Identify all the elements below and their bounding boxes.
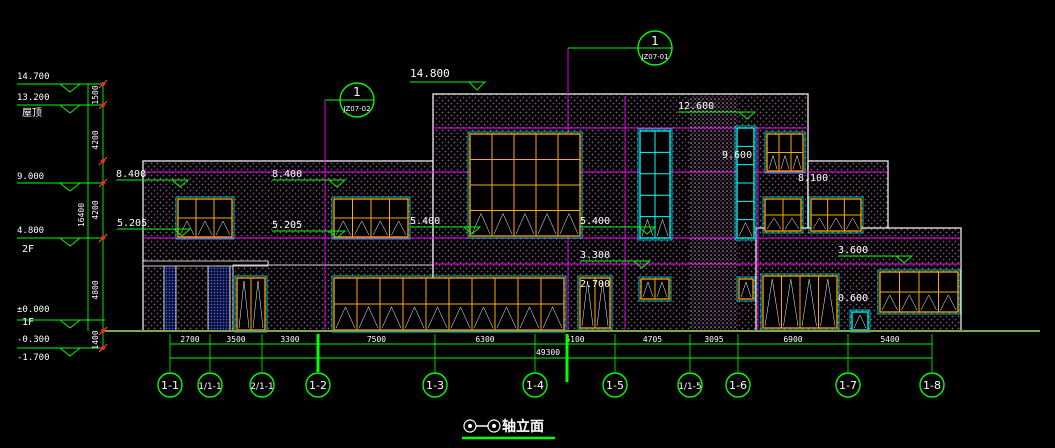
elev-2700: 2.700 — [580, 279, 610, 290]
hdim-3: 7500 — [367, 335, 386, 344]
axis-bubble-1-4: 1-4 — [522, 372, 548, 398]
svg-text:1-7: 1-7 — [839, 379, 857, 392]
elev-8400-left: 8.400 — [116, 169, 146, 180]
vdim-3: 4800 — [91, 280, 100, 299]
horizontal-dimensions: 2700 3500 3300 7500 6300 5100 4705 3095 6900 5400 — [169, 334, 933, 382]
elev-5400-mid: 5.400 — [410, 216, 440, 227]
hdim-0: 2700 — [180, 335, 199, 344]
window-16 — [849, 309, 871, 333]
axis-bubble-1-1: 1-1 — [157, 372, 183, 398]
svg-text:1/1-1: 1/1-1 — [198, 382, 221, 392]
axis-bubble-1-2: 1-2 — [305, 372, 331, 398]
hdim-4: 6300 — [475, 335, 494, 344]
window-5 — [734, 125, 757, 241]
vdim-2: 4200 — [91, 200, 100, 219]
entry-pillar — [207, 263, 231, 332]
level-mark-8: -0.300 — [17, 335, 50, 345]
axis-bubble-1/1-5: 1/1-5 — [677, 372, 703, 398]
window-9 — [331, 275, 567, 333]
section-mark-right: 1 JZ07-01 — [568, 30, 673, 66]
title-suffix: 轴立面 — [502, 418, 544, 435]
hdim-1: 3500 — [226, 335, 245, 344]
window-13 — [736, 276, 756, 302]
svg-text:1-6: 1-6 — [729, 379, 747, 392]
elev-5400-right: 5.400 — [580, 216, 610, 227]
level-marks: 14.700 13.200 屋顶 9.000 4.800 2F ±0.000 1F -0.300… — [17, 72, 105, 363]
left-pillar — [163, 263, 177, 332]
windows — [175, 125, 961, 333]
axis-bubble-1-3: 1-3 — [422, 372, 448, 398]
svg-text:1-4: 1-4 — [526, 379, 544, 392]
level-mark-1: 13.200 — [17, 93, 50, 103]
section-marks: 1 JZ07-02 1 JZ07-01 — [325, 30, 673, 118]
elev-12600: 12.600 — [678, 101, 714, 112]
svg-text:1-8: 1-8 — [923, 379, 941, 392]
level-mark-0: 14.700 — [17, 72, 50, 82]
svg-text:2/1-1: 2/1-1 — [250, 382, 273, 392]
window-12 — [638, 276, 672, 302]
window-3 — [467, 131, 583, 239]
level-mark-7: 1F — [22, 317, 34, 328]
axis-bubble-1-6: 1-6 — [725, 372, 751, 398]
hdim-8: 6900 — [783, 335, 802, 344]
elev-9600: 9.600 — [722, 150, 752, 161]
window-2 — [331, 196, 411, 240]
vdim-1: 4200 — [91, 130, 100, 149]
svg-text:1-1: 1-1 — [161, 379, 179, 392]
canopy — [142, 260, 269, 267]
window-8 — [808, 196, 864, 234]
window-4 — [637, 128, 673, 241]
hdim-5: 5100 — [565, 335, 584, 344]
hdim-2: 3300 — [280, 335, 299, 344]
hdim-9: 5400 — [880, 335, 899, 344]
section-sheet-right: JZ07-01 — [640, 53, 668, 61]
elevation-annotations: 14.800 12.600 9.600 8.400 8.400 8.100 5.… — [116, 67, 914, 304]
section-num-left: 1 — [353, 85, 361, 99]
section-mark-left: 1 JZ07-02 — [325, 82, 375, 118]
total-dimension: 49300 — [536, 348, 560, 357]
window-10 — [234, 275, 268, 333]
hdim-7: 3095 — [704, 335, 723, 344]
vdim-total: 16400 — [77, 203, 86, 227]
level-mark-3: 9.000 — [17, 172, 44, 182]
axis-bubble-1/1-1: 1/1-1 — [197, 372, 223, 398]
level-mark-2: 屋顶 — [22, 107, 42, 119]
elev-3600: 3.600 — [838, 245, 868, 256]
window-14 — [760, 273, 840, 331]
level-mark-9: -1.700 — [17, 353, 50, 363]
elev-3300: 3.300 — [580, 250, 610, 261]
axis-bubble-1-7: 1-7 — [835, 372, 861, 398]
svg-text:1/1-5: 1/1-5 — [678, 382, 701, 392]
vdim-0: 1500 — [91, 85, 100, 104]
window-6 — [764, 131, 806, 174]
axis-bubble-1-8: 1-8 — [919, 372, 945, 398]
svg-text:1-3: 1-3 — [426, 379, 444, 392]
axis-bubbles: 1-1 1/1-1 2/1-1 1-2 1-3 1-4 1-5 1/1-5 1-6 1-7 1-8 — [157, 372, 945, 398]
svg-text:1-5: 1-5 — [606, 379, 624, 392]
axis-bubble-1-5: 1-5 — [602, 372, 628, 398]
elev-0600: 0.600 — [838, 293, 868, 304]
elev-14800: 14.800 — [410, 67, 450, 80]
elev-5205-mid: 5.205 — [272, 220, 302, 231]
level-mark-4: 4.800 — [17, 226, 44, 236]
level-mark-6: ±0.000 — [17, 305, 50, 315]
vdim-4: 1400 — [91, 330, 100, 349]
window-11 — [577, 275, 613, 331]
elev-8100: 8.100 — [798, 173, 828, 184]
window-7 — [762, 196, 804, 234]
window-15 — [877, 269, 961, 315]
stair-core — [690, 96, 738, 331]
elev-8400-mid: 8.400 — [272, 169, 302, 180]
vertical-dimensions: 1500 4200 4200 4800 1400 16400 — [77, 79, 108, 353]
level-mark-5: 2F — [22, 244, 34, 255]
section-sheet-left: JZ07-02 — [342, 105, 370, 113]
drawing-title: 轴立面 — [462, 418, 555, 440]
axis-bubble-2/1-1: 2/1-1 — [249, 372, 275, 398]
hdim-6: 4705 — [643, 335, 662, 344]
svg-text:1-2: 1-2 — [309, 379, 327, 392]
elev-5205-left: 5.205 — [117, 218, 147, 229]
section-num-right: 1 — [651, 34, 659, 48]
window-1 — [175, 196, 235, 240]
